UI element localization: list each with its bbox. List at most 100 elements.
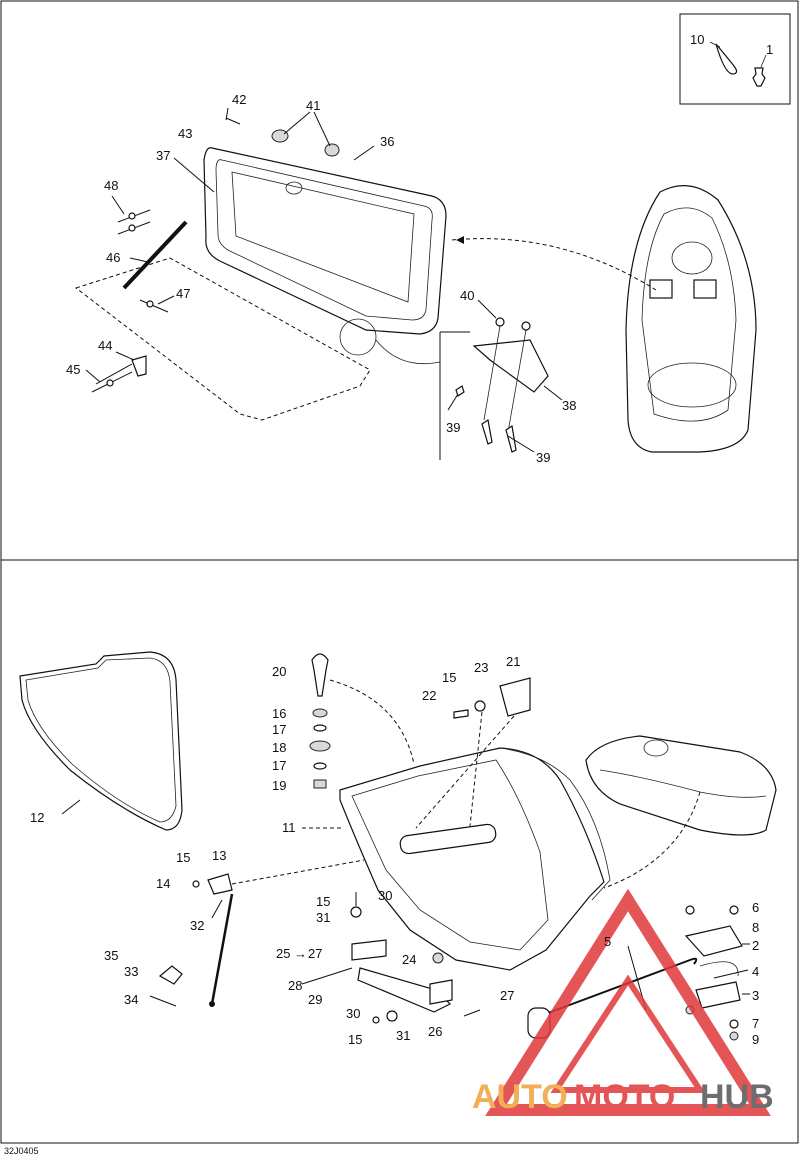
label-30b: 30 — [346, 1006, 360, 1021]
label-4: 4 — [752, 964, 759, 979]
detail-box — [439, 331, 470, 460]
label-28: 28 — [288, 978, 302, 993]
hinge-28 — [351, 939, 387, 961]
lid-latch-hole — [285, 181, 303, 195]
latch-33 — [158, 965, 183, 985]
label-35: 35 — [104, 948, 118, 963]
label-10: 10 — [690, 32, 704, 47]
label-21: 21 — [506, 654, 520, 669]
label-13: 13 — [212, 848, 226, 863]
label-37: 37 — [156, 148, 170, 163]
hatch-opening — [74, 257, 371, 421]
label-6: 6 — [752, 900, 759, 915]
label-32: 32 — [190, 918, 204, 933]
lid-inner — [215, 159, 433, 321]
label-31b: 31 — [396, 1028, 410, 1043]
label-arrow-25-27: → — [294, 946, 307, 961]
push-rivet — [752, 67, 766, 87]
watermark-auto: AUTO — [472, 1078, 568, 1116]
detail-circle — [339, 318, 377, 356]
label-45: 45 — [66, 362, 80, 377]
strut-32 — [210, 893, 234, 1005]
label-19: 19 — [272, 778, 286, 793]
rivet-39b — [481, 418, 493, 445]
label-42: 42 — [232, 92, 246, 107]
craft-side-view — [585, 735, 777, 836]
label-38: 38 — [562, 398, 576, 413]
rivet-39c — [505, 424, 517, 453]
latch-21 — [499, 677, 531, 717]
watermark-triangle — [485, 888, 771, 1116]
label-27a: 27 — [308, 946, 322, 961]
label-27b: 27 — [500, 988, 514, 1003]
label-25: 25 — [276, 946, 290, 961]
label-39b: 39 — [536, 450, 550, 465]
label-22: 22 — [422, 688, 436, 703]
label-31a: 31 — [316, 910, 330, 925]
inset-box — [679, 13, 791, 105]
label-20: 20 — [272, 664, 286, 679]
part-labels: 10 1 42 43 41 36 37 48 46 47 44 45 40 38… — [4, 32, 773, 1156]
label-16: 16 — [272, 706, 286, 721]
label-23: 23 — [474, 660, 488, 675]
cable-5 — [539, 957, 698, 1017]
label-15b: 15 — [176, 850, 190, 865]
label-34: 34 — [124, 992, 138, 1007]
label-17b: 17 — [272, 758, 286, 773]
watermark-hub: HUB — [700, 1078, 774, 1116]
cable-tie — [715, 43, 738, 75]
craft-top-view — [625, 185, 757, 453]
label-1: 1 — [766, 42, 773, 57]
fastener-47 — [139, 299, 169, 313]
label-5: 5 — [604, 934, 611, 949]
label-43: 43 — [178, 126, 192, 141]
diagram-code: 32J0405 — [4, 1146, 39, 1156]
label-17a: 17 — [272, 722, 286, 737]
seal-12 — [19, 651, 183, 831]
label-41: 41 — [306, 98, 320, 113]
tub-handle — [399, 823, 497, 855]
storage-tub-11 — [339, 747, 605, 971]
label-14: 14 — [156, 876, 170, 891]
label-33: 33 — [124, 964, 138, 979]
label-15c: 15 — [316, 894, 330, 909]
bracket-44 — [131, 355, 147, 377]
lid-window — [231, 171, 415, 303]
gas-strut — [122, 220, 188, 290]
fastener-48 — [117, 209, 151, 235]
label-15d: 15 — [348, 1032, 362, 1047]
bracket-13 — [207, 873, 233, 895]
label-8: 8 — [752, 920, 759, 935]
lid-outer — [203, 147, 447, 335]
label-12: 12 — [30, 810, 44, 825]
label-44: 44 — [98, 338, 112, 353]
label-36: 36 — [380, 134, 394, 149]
label-40: 40 — [460, 288, 474, 303]
label-2: 2 — [752, 938, 759, 953]
label-11: 11 — [282, 820, 296, 835]
knob-41a — [271, 129, 289, 143]
rivet-39a — [455, 385, 465, 397]
label-30a: 30 — [378, 888, 392, 903]
bracket-38 — [472, 339, 549, 393]
label-3: 3 — [752, 988, 759, 1003]
label-24: 24 — [402, 952, 416, 967]
knob-20 — [311, 653, 329, 697]
label-47: 47 — [176, 286, 190, 301]
plate-3 — [695, 981, 741, 1009]
label-7: 7 — [752, 1016, 759, 1031]
watermark: AUTO MOTO HUB — [472, 888, 774, 1116]
bracket-2 — [684, 925, 743, 957]
label-48: 48 — [104, 178, 118, 193]
bottom-storage-assembly — [19, 651, 777, 1041]
label-26: 26 — [428, 1024, 442, 1039]
label-39a: 39 — [446, 420, 460, 435]
label-29: 29 — [308, 992, 322, 1007]
label-9: 9 — [752, 1032, 759, 1047]
hinge-plate — [357, 967, 452, 1013]
label-18: 18 — [272, 740, 286, 755]
label-15a: 15 — [442, 670, 456, 685]
fastener-45 — [91, 363, 133, 393]
watermark-moto: MOTO — [574, 1078, 675, 1116]
